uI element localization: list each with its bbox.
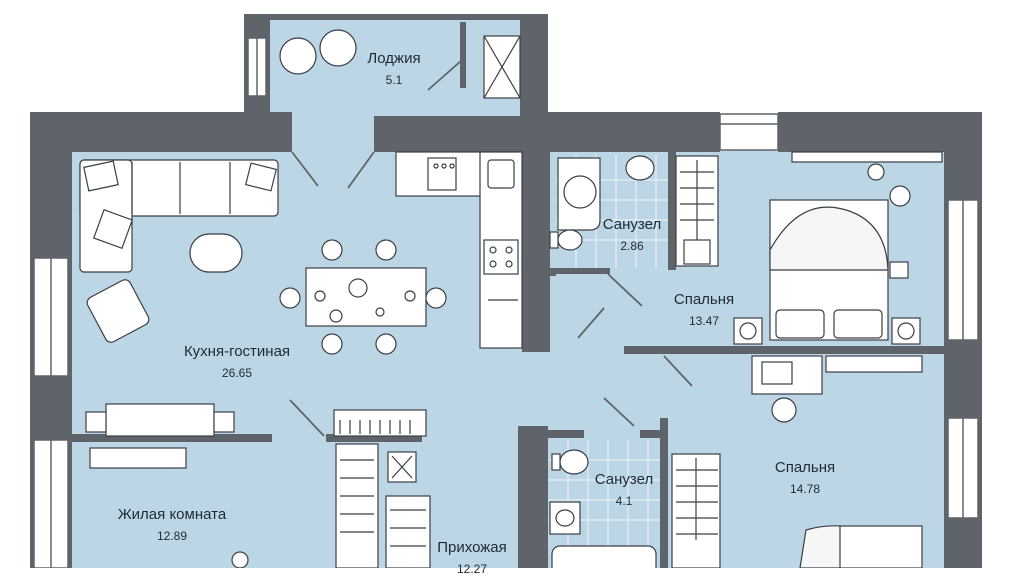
loggia-table [319,29,357,67]
room-label-bedroom-upper: Спальня 13.47 [674,291,734,329]
desk-upper [791,151,943,163]
sink-upper [625,155,655,181]
coffee-table [189,233,243,273]
room-area: 14.78 [789,482,821,496]
room-name: Спальня [774,459,836,476]
room-name: Жилая комната [117,506,227,523]
armchair [86,279,150,343]
toilet-upper [557,229,583,251]
room-label-loggia: Лоджия 5.1 [367,50,420,88]
hanger-marks [339,171,718,547]
kitchen-stove [483,239,519,275]
room-label-bedroom-lower: Спальня 14.78 [775,459,835,497]
room-label-bathroom-small: Санузел 2.86 [603,216,661,254]
bathtub [551,545,657,568]
room-label-hallway: Прихожая 12.27 [437,539,507,577]
door-swings [289,59,693,437]
room-name: Спальня [673,291,735,308]
hall-wardrobe-2 [385,495,431,568]
room-name: Прихожая [437,539,507,556]
room-area: 12.89 [156,529,188,543]
room-area: 2.86 [620,239,644,253]
windows [33,37,979,568]
room-name: Санузел [602,216,662,233]
room-name: Лоджия [367,50,421,67]
loggia-chair [279,37,317,75]
furniture [79,29,943,568]
toilet-lower [559,449,589,475]
room-name: Кухня-гостиная [183,343,291,360]
room-name: Санузел [594,471,654,488]
room-area: 4.1 [615,494,633,508]
sideboard [89,447,187,469]
room-area: 12.27 [456,562,488,576]
room-label-bathroom-large: Санузел 4.1 [595,471,653,509]
tv-stand [105,403,215,437]
kitchen-sink [487,159,515,189]
office-chair [771,397,797,423]
corner-shower [557,157,601,231]
room-label-kitchen-living: Кухня-гостиная 26.65 [184,343,290,381]
room-area: 26.65 [221,366,253,380]
room-area: 5.1 [385,73,403,87]
room-area: 13.47 [688,314,720,328]
hall-wardrobe-1 [335,443,379,568]
room-label-living-room: Жилая комната 12.89 [118,506,226,544]
